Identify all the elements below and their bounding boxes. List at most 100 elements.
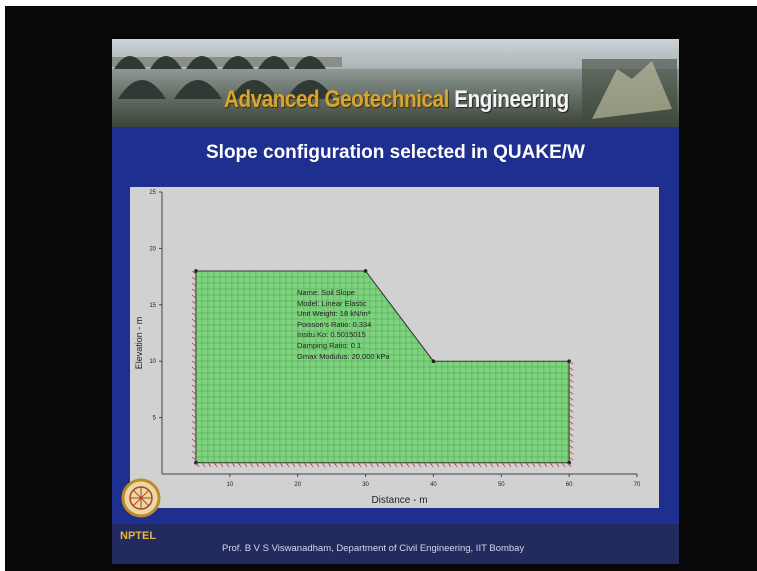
base-boundary-marker — [291, 462, 296, 467]
base-boundary-marker — [315, 462, 320, 467]
left-boundary-marker — [191, 378, 197, 383]
base-boundary-marker — [225, 462, 230, 467]
base-boundary-marker — [351, 462, 356, 467]
right-boundary-marker — [568, 450, 574, 455]
base-boundary-marker — [213, 462, 218, 467]
base-boundary-marker — [507, 462, 512, 467]
base-boundary-marker — [369, 462, 374, 467]
x-tick-label: 30 — [362, 482, 369, 488]
left-boundary-marker — [191, 372, 197, 377]
right-boundary-marker — [568, 408, 574, 413]
left-boundary-marker — [191, 276, 197, 281]
base-boundary-marker — [471, 462, 476, 467]
base-boundary-marker — [453, 462, 458, 467]
right-boundary-marker — [568, 438, 574, 443]
base-boundary-marker — [339, 462, 344, 467]
left-boundary-marker — [191, 438, 197, 443]
left-boundary-marker — [191, 414, 197, 419]
y-tick-label: 5 — [153, 416, 157, 422]
left-boundary-marker — [191, 348, 197, 353]
aqueduct-banner-image — [112, 56, 679, 127]
info-line: Name: Soil Slope — [297, 288, 355, 297]
base-boundary-marker — [567, 462, 572, 467]
base-boundary-marker — [195, 462, 200, 467]
x-axis-label: Distance - m — [371, 495, 427, 506]
left-boundary-marker — [191, 384, 197, 389]
left-boundary-marker — [191, 420, 197, 425]
right-boundary-marker — [568, 384, 574, 389]
x-tick-label: 10 — [227, 482, 234, 488]
course-title-part1: Advanced Geotechnical — [224, 86, 449, 113]
base-boundary-marker — [393, 462, 398, 467]
y-tick-label: 10 — [149, 359, 156, 365]
left-boundary-marker — [191, 360, 197, 365]
base-boundary-marker — [333, 462, 338, 467]
base-boundary-marker — [357, 462, 362, 467]
geometry-point — [194, 269, 198, 273]
right-boundary-marker — [568, 372, 574, 377]
base-boundary-marker — [219, 462, 224, 467]
base-boundary-marker — [501, 462, 506, 467]
left-boundary-marker — [191, 444, 197, 449]
base-boundary-marker — [387, 462, 392, 467]
right-boundary-marker — [568, 432, 574, 437]
base-boundary-marker — [381, 462, 386, 467]
video-frame: Advanced Geotechnical Engineering Slope … — [5, 6, 757, 571]
slide-title: Slope configuration selected in QUAKE/W — [206, 142, 585, 163]
y-tick-label: 15 — [149, 303, 156, 309]
base-boundary-marker — [321, 462, 326, 467]
info-line: Poisson's Ratio: 0.334 — [297, 319, 372, 329]
y-tick-label: 20 — [149, 246, 156, 252]
presentation-slide: Advanced Geotechnical Engineering Slope … — [112, 39, 679, 564]
base-boundary-marker — [303, 462, 308, 467]
base-boundary-marker — [537, 462, 542, 467]
base-boundary-marker — [435, 462, 440, 467]
base-boundary-marker — [489, 462, 494, 467]
base-boundary-marker — [255, 462, 260, 467]
right-boundary-marker — [568, 360, 574, 365]
info-line: Damping Ratio: 0.1 — [297, 340, 362, 350]
base-boundary-marker — [261, 462, 266, 467]
base-boundary-marker — [207, 462, 212, 467]
left-boundary-marker — [191, 342, 197, 347]
base-boundary-marker — [483, 462, 488, 467]
base-boundary-marker — [243, 462, 248, 467]
y-axis-label: Elevation - m — [134, 317, 144, 370]
x-tick-label: 40 — [430, 482, 437, 488]
right-boundary-marker — [568, 420, 574, 425]
slide-footer — [112, 524, 679, 564]
base-boundary-marker — [495, 462, 500, 467]
base-boundary-marker — [519, 462, 524, 467]
base-boundary-marker — [345, 462, 350, 467]
base-boundary-marker — [327, 462, 332, 467]
base-boundary-marker — [249, 462, 254, 467]
y-tick-label: 25 — [149, 190, 156, 196]
base-boundary-marker — [429, 462, 434, 467]
base-boundary-marker — [459, 462, 464, 467]
left-boundary-marker — [191, 354, 197, 359]
base-boundary-marker — [477, 462, 482, 467]
base-boundary-marker — [231, 462, 236, 467]
right-boundary-marker — [568, 378, 574, 383]
right-boundary-marker — [568, 456, 574, 461]
left-boundary-marker — [191, 408, 197, 413]
base-boundary-marker — [411, 462, 416, 467]
right-boundary-marker — [568, 444, 574, 449]
left-boundary-marker — [191, 312, 197, 317]
course-title: Advanced Geotechnical Engineering — [224, 86, 569, 114]
left-boundary-marker — [191, 366, 197, 371]
base-boundary-marker — [297, 462, 302, 467]
base-boundary-marker — [465, 462, 470, 467]
base-boundary-marker — [417, 462, 422, 467]
left-boundary-marker — [191, 396, 197, 401]
nptel-logo-icon — [121, 478, 161, 518]
base-boundary-marker — [549, 462, 554, 467]
base-boundary-marker — [423, 462, 428, 467]
right-boundary-marker — [568, 390, 574, 395]
base-boundary-marker — [285, 462, 290, 467]
base-boundary-marker — [375, 462, 380, 467]
left-boundary-marker — [191, 294, 197, 299]
footer-credit: Prof. B V S Viswanadham, Department of C… — [222, 543, 525, 554]
base-boundary-marker — [267, 462, 272, 467]
